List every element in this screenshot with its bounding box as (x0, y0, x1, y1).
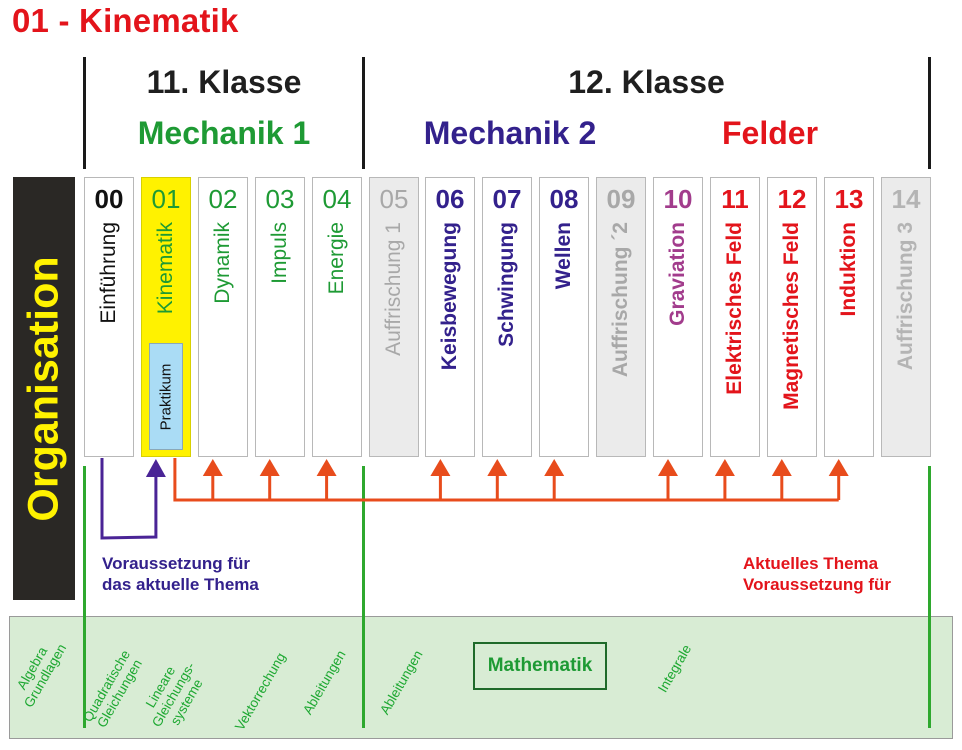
enables-arrow-head-03 (259, 459, 280, 476)
prerequisite-note-line2: das aktuelle Thema (102, 575, 259, 594)
enables-arrow-head-10 (658, 459, 678, 476)
enables-arrow-head-02 (202, 459, 223, 476)
topic-number: 09 (606, 184, 636, 214)
prerequisite-arrow-head (145, 459, 166, 477)
topic-number: 08 (549, 184, 579, 214)
topic-title: Energie (325, 222, 348, 295)
praktikum-badge[interactable]: Praktikum (149, 343, 183, 450)
topic-title: Dynamik (211, 222, 234, 304)
grade-12-label: 12. Klasse (568, 64, 725, 100)
enables-arrow-head-04 (316, 459, 337, 476)
topic-title: Elektrisches Feld (723, 222, 746, 395)
topic-number: 01 (151, 184, 181, 214)
topic-number: 13 (834, 184, 864, 214)
topic-title: Einführung (97, 222, 120, 324)
green-line-mid (362, 466, 365, 728)
divider-end (928, 57, 931, 169)
mathematik-box[interactable]: Mathematik (473, 642, 607, 690)
green-line-mid-overlay (362, 616, 365, 728)
prerequisite-note: Voraussetzung für das aktuelle Thema (102, 553, 259, 595)
enables-arrow-head-11 (714, 459, 735, 476)
green-line-end (928, 466, 931, 728)
topic-title: Impuls (268, 222, 291, 284)
topic-number: 05 (379, 184, 409, 214)
topic-number: 02 (208, 184, 238, 214)
topic-number: 11 (721, 184, 749, 214)
divider-grade-11-12 (362, 57, 365, 169)
topic-number: 06 (435, 184, 465, 214)
topic-title: Wellen (552, 222, 575, 290)
topic-number: 07 (492, 184, 522, 214)
enables-arrow-head-13 (828, 459, 849, 476)
enables-note-line2: Voraussetzung für (743, 575, 891, 594)
topic-number: 00 (94, 184, 124, 214)
enables-note: Aktuelles Thema Voraussetzung für (743, 553, 891, 595)
topic-number: 03 (265, 184, 295, 214)
topic-title: Schwingung (495, 222, 518, 347)
prerequisite-arrow-line (100, 458, 158, 540)
praktikum-label: Praktikum (157, 363, 175, 430)
topic-title: Magnetisches Feld (780, 222, 803, 410)
organisation-label: Organisation (19, 255, 68, 522)
topic-title: Kinematik (154, 222, 177, 315)
enables-arrow-head-08 (544, 459, 565, 476)
green-line-start (83, 466, 86, 728)
green-line-start-overlay (83, 616, 86, 728)
enables-arrow-head-12 (771, 459, 792, 476)
enables-arrow-head-06 (430, 459, 451, 476)
grade-11-label: 11. Klasse (146, 64, 302, 100)
organisation-panel[interactable]: Organisation (13, 177, 75, 600)
group-felder: Felder (721, 115, 819, 151)
topic-title: Keisbewegung (438, 222, 461, 371)
topic-title: Auffrischung ´2 (609, 222, 632, 378)
topic-title: Auffrischung 3 (894, 222, 917, 371)
topic-title: Induktion (837, 222, 860, 317)
topic-number: 10 (663, 184, 693, 214)
group-mechanik-2: Mechanik 2 (423, 115, 597, 151)
enables-arrow-head-07 (487, 459, 508, 476)
divider-start (83, 57, 86, 169)
prerequisite-note-line1: Voraussetzung für (102, 554, 250, 573)
topic-number: 12 (777, 184, 807, 214)
group-mechanik-1: Mechanik 1 (137, 115, 311, 151)
enables-note-line1: Aktuelles Thema (743, 554, 879, 573)
math-band (9, 616, 953, 739)
page-title: 01 - Kinematik (12, 2, 239, 39)
topic-title: Graviation (666, 222, 689, 326)
topic-number: 04 (322, 184, 352, 214)
enables-arrow-trunk (173, 458, 839, 502)
topic-number: 14 (891, 184, 921, 214)
green-line-end-overlay (928, 616, 931, 728)
topic-title: Auffrischung 1 (382, 222, 405, 356)
